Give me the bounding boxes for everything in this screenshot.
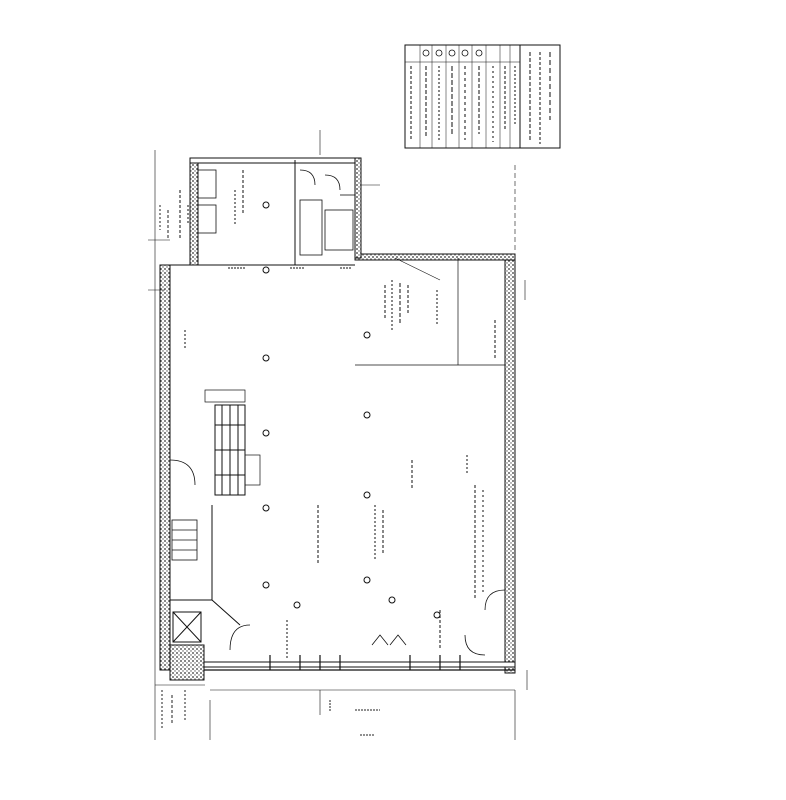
dimension-scribbles <box>159 205 380 736</box>
title-block <box>404 44 561 149</box>
exterior-walls <box>159 157 516 674</box>
elevator-shaft <box>169 611 205 681</box>
stair <box>171 519 198 561</box>
interior-partitions <box>170 160 505 626</box>
schedule-text-scribbles <box>410 52 551 144</box>
plan-annotations <box>179 170 496 660</box>
door-swings <box>169 459 506 656</box>
storefront-mullions <box>269 655 461 670</box>
counter-fixture <box>204 389 261 496</box>
dimension-lines <box>148 130 528 740</box>
ceiling-fixtures <box>262 201 441 619</box>
schedule-symbols <box>422 49 483 57</box>
restroom-area <box>197 169 355 256</box>
schedule-columns <box>419 45 511 148</box>
